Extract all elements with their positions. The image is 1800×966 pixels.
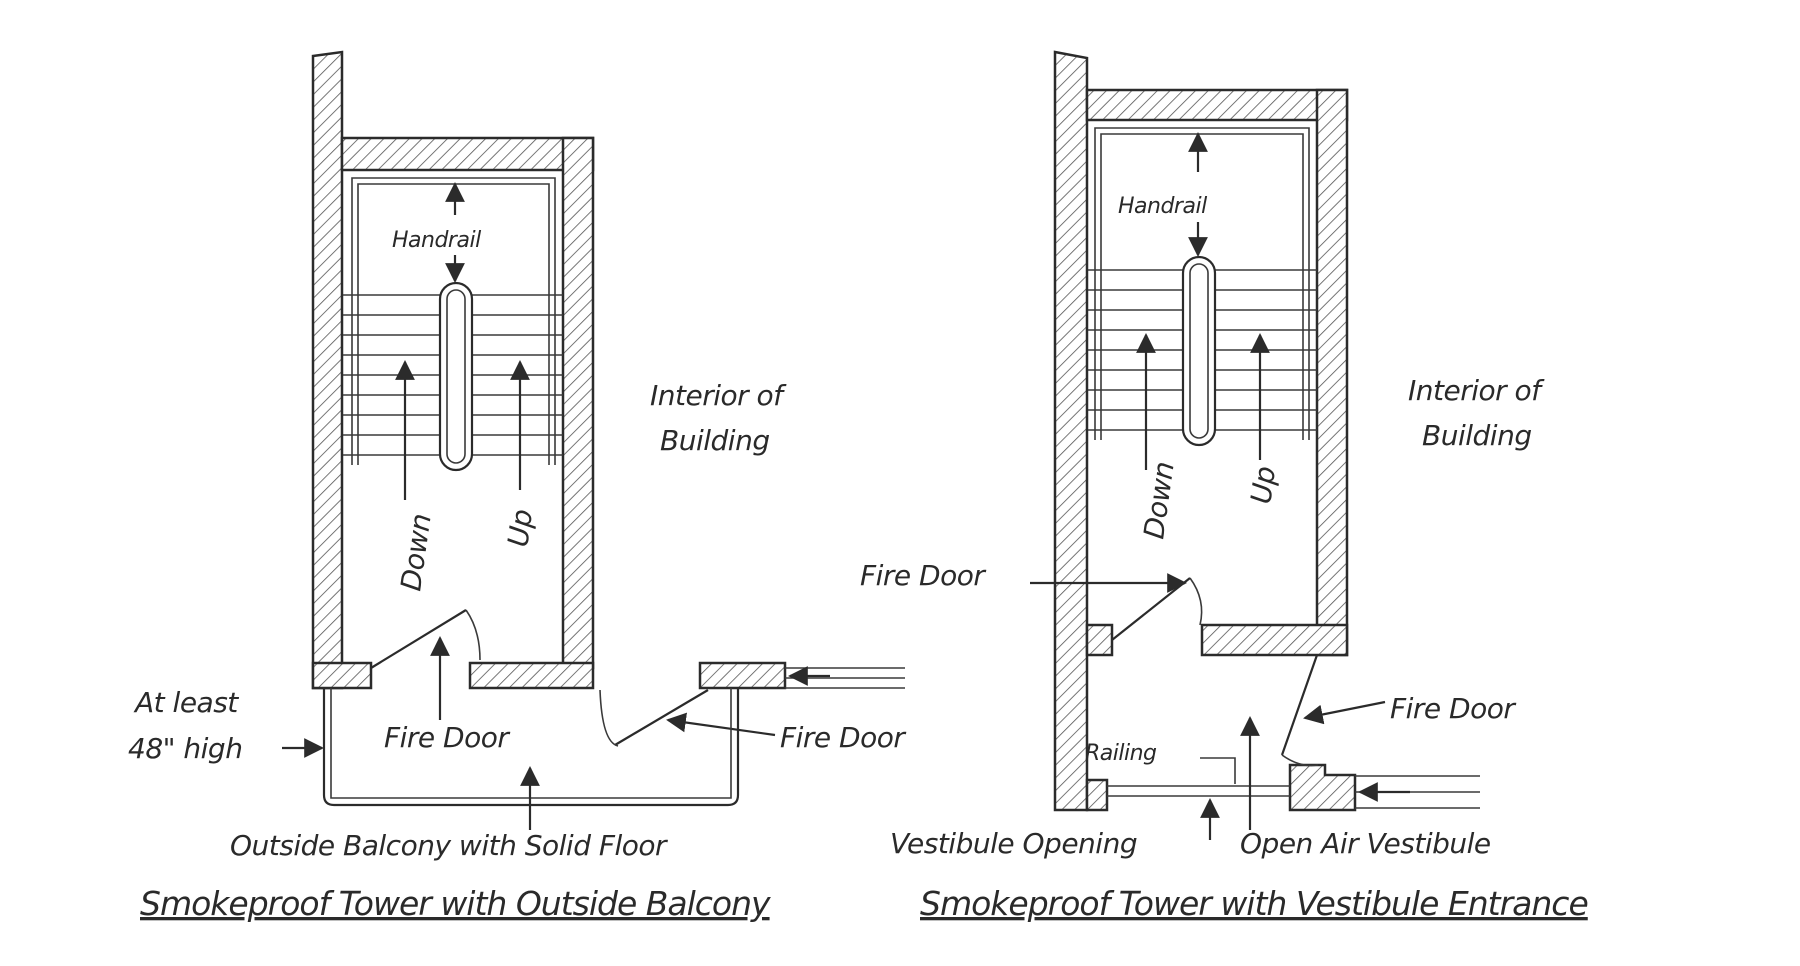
left-door-stub-east bbox=[468, 661, 595, 690]
right-up-label: Up bbox=[1244, 464, 1282, 506]
left-caption: Smokeproof Tower with Outside Balcony bbox=[140, 884, 771, 923]
left-up-label: Up bbox=[501, 507, 539, 549]
left-east-wall bbox=[561, 136, 595, 670]
left-interior-label-line1: Interior of bbox=[650, 379, 787, 412]
right-upper-fire-door bbox=[1111, 577, 1191, 641]
left-west-wall bbox=[311, 50, 344, 690]
right-upper-door-swing bbox=[1189, 577, 1203, 626]
left-fire-door-inner-label: Fire Door bbox=[384, 721, 510, 754]
right-fire-door-upper-label: Fire Door bbox=[860, 559, 986, 592]
right-west-wall bbox=[1053, 50, 1089, 812]
left-fire-door-outer-label: Fire Door bbox=[780, 721, 906, 754]
left-balcony-label: Outside Balcony with Solid Floor bbox=[230, 829, 668, 862]
right-stair-well bbox=[1181, 255, 1217, 447]
right-plan: Handrail Down Up Interior of Building Fi… bbox=[860, 50, 1589, 923]
right-lower-door-arrow bbox=[1303, 700, 1386, 725]
left-interior-label-line2: Building bbox=[660, 424, 770, 457]
right-handrail-outline bbox=[1094, 127, 1310, 440]
left-landing-wall bbox=[698, 661, 787, 690]
right-fire-door-lower-label: Fire Door bbox=[1390, 692, 1516, 725]
left-stair-well-inner bbox=[446, 289, 466, 464]
right-interior-label-line2: Building bbox=[1422, 419, 1532, 452]
right-door-stub-west bbox=[1085, 623, 1114, 657]
right-lower-door-swing bbox=[1281, 754, 1319, 767]
left-outer-door-swing bbox=[599, 689, 619, 747]
left-railing-note-line2: 48" high bbox=[128, 732, 242, 765]
left-inner-fire-door bbox=[370, 609, 467, 669]
left-plan: Handrail Down Up Interior of Building Fi… bbox=[128, 50, 907, 923]
right-vestibule-pier bbox=[1288, 763, 1357, 812]
right-caption: Smokeproof Tower with Vestibule Entrance bbox=[920, 884, 1588, 923]
right-open-air-vestibule-label: Open Air Vestibule bbox=[1240, 827, 1491, 860]
left-door-stub-west bbox=[311, 661, 373, 690]
right-south-wall bbox=[1085, 778, 1109, 812]
right-railing-dim bbox=[1200, 757, 1236, 784]
left-handrail-outline bbox=[351, 177, 556, 465]
left-stair-well bbox=[438, 281, 474, 472]
right-down-label: Down bbox=[1137, 460, 1180, 541]
right-door-stub-east bbox=[1200, 623, 1349, 657]
left-outer-fire-door bbox=[614, 689, 709, 746]
right-stair-well-inner bbox=[1189, 263, 1209, 439]
right-lower-fire-door bbox=[1280, 654, 1319, 756]
right-vestibule-opening-label: Vestibule Opening bbox=[890, 827, 1137, 860]
right-east-wall bbox=[1315, 88, 1349, 657]
left-down-label: Down bbox=[394, 512, 437, 593]
right-north-wall bbox=[1085, 88, 1349, 122]
right-interior-label-line1: Interior of bbox=[1408, 374, 1545, 407]
right-handrail-label: Handrail bbox=[1118, 194, 1207, 219]
left-door-swing-arc bbox=[465, 609, 481, 661]
left-north-wall bbox=[340, 136, 595, 172]
left-railing-note-line1: At least bbox=[133, 686, 239, 719]
left-handrail-label: Handrail bbox=[392, 228, 481, 253]
left-outer-door-arrow bbox=[666, 712, 776, 737]
right-railing-label: Railing bbox=[1085, 741, 1157, 766]
